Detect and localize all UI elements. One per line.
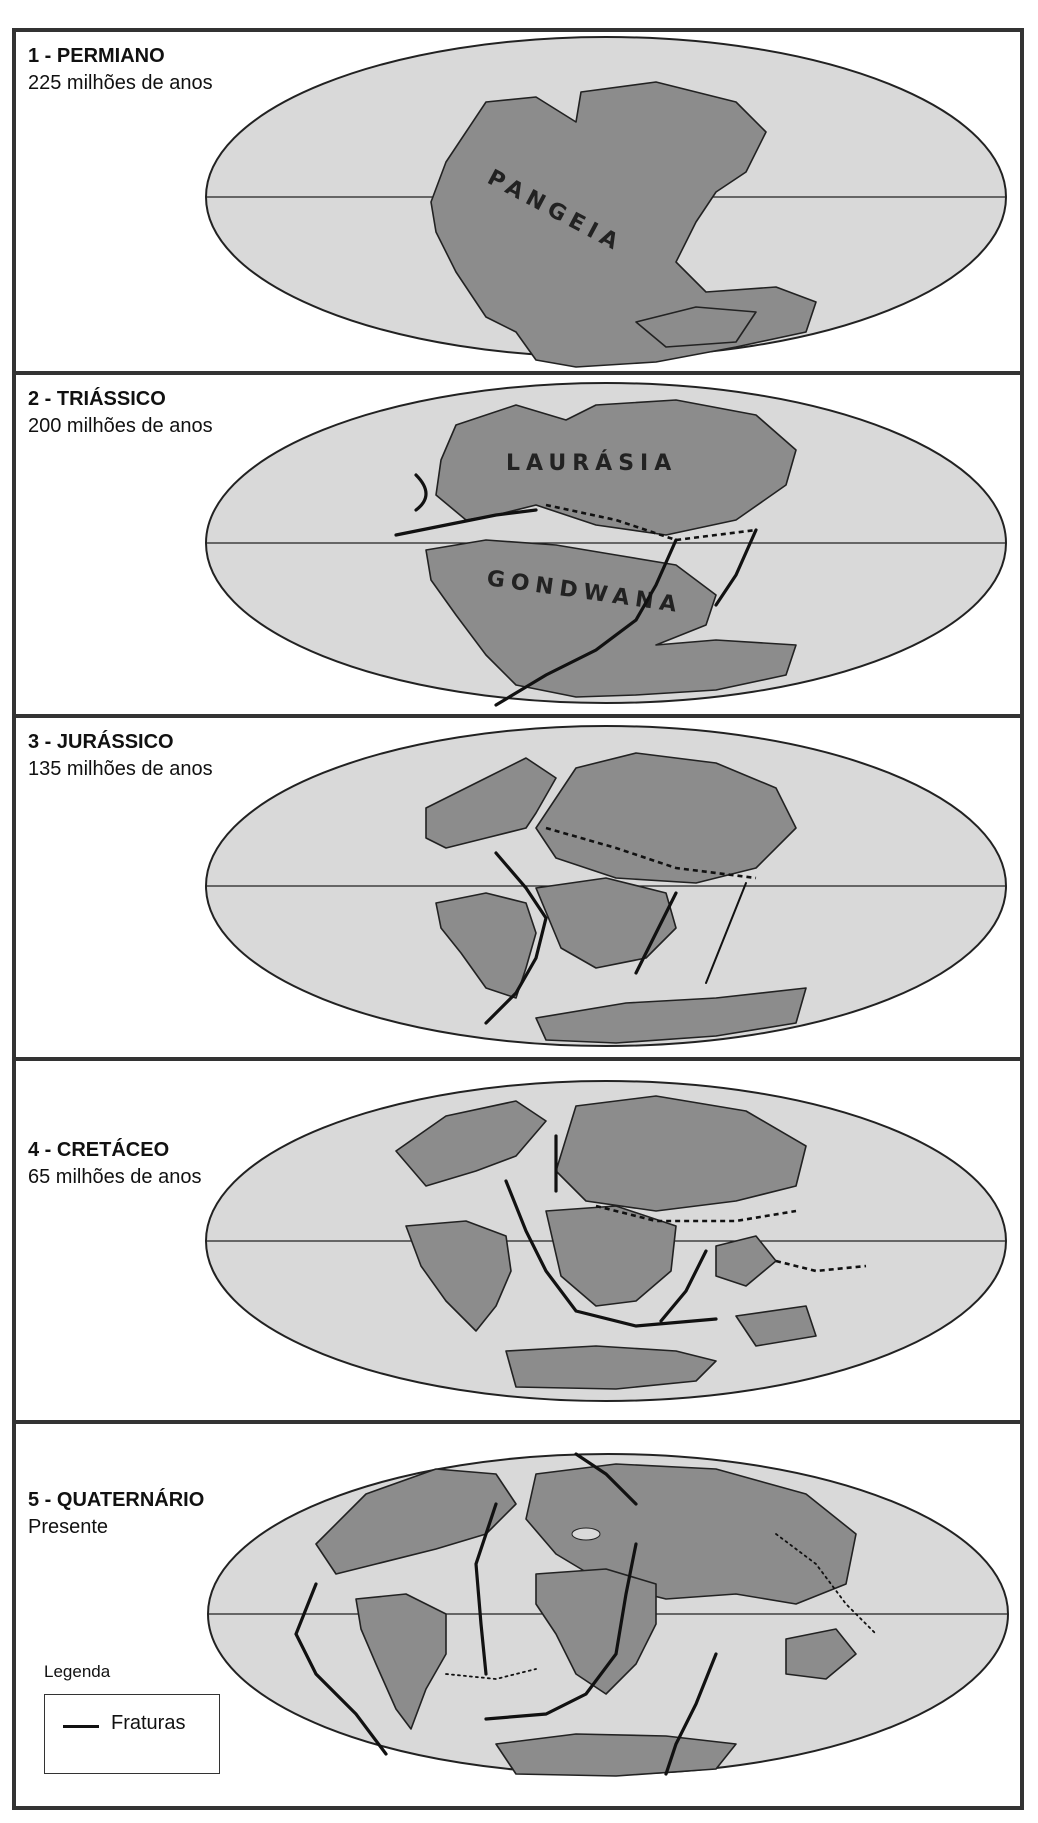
world-map-quaternario [207, 1452, 1009, 1777]
map-sequence-frame: 1 - PERMIANO 225 milhões de anos PANGEIA… [12, 28, 1024, 1810]
legend-title: Legenda [44, 1662, 111, 1681]
panel-permiano: 1 - PERMIANO 225 milhões de anos PANGEIA [16, 32, 1020, 375]
fracture-line [294, 1582, 388, 1756]
africa-landmass [545, 1205, 677, 1307]
fracture-line [714, 528, 758, 607]
fracture-projected-line [595, 1204, 797, 1223]
panel-cretaceo: 4 - CRETÁCEO 65 milhões de anos [16, 1061, 1020, 1424]
period-age: 135 milhões de anos [28, 758, 213, 780]
period-title: 5 - QUATERNÁRIO [28, 1489, 205, 1511]
panel-triassico: 2 - TRIÁSSICO 200 milhões de anos LAURÁS… [16, 375, 1020, 718]
south-fragment [635, 306, 757, 348]
period-title: 1 - PERMIANO [28, 45, 165, 67]
north-america-landmass [425, 757, 557, 849]
fracture-line [494, 538, 678, 707]
antarctica-landmass [495, 1733, 737, 1777]
pangea-landmass [430, 81, 817, 368]
fracture-projected-line [545, 826, 757, 880]
fracture-line [504, 1179, 718, 1328]
period-age: 65 milhões de anos [28, 1166, 202, 1188]
world-map-cretaceo [205, 1080, 1007, 1402]
panel-quaternario: 5 - QUATERNÁRIO Presente Legenda Fratura… [16, 1424, 1020, 1814]
fracture-projected-line [545, 503, 757, 542]
laurasia-landmass [435, 399, 797, 536]
antarctica-landmass [505, 1345, 717, 1390]
fracture-line [474, 1502, 498, 1676]
fracture-line [484, 851, 548, 1025]
north-america-landmass [395, 1100, 547, 1187]
eurasia-landmass [555, 1095, 807, 1212]
legend-item-fraturas: Fraturas [111, 1712, 186, 1734]
antarctica-landmass [535, 987, 807, 1044]
world-map-triassico: LAURÁSIA GONDWANA [205, 382, 1007, 707]
gondwana-landmass [425, 539, 797, 698]
fracture-line [394, 508, 538, 537]
south-america-landmass [355, 1593, 447, 1730]
period-age: 225 milhões de anos [28, 72, 213, 94]
world-map-permiano: PANGEIA [205, 36, 1007, 368]
panel-jurassico: 3 - JURÁSSICO 135 milhões de anos [16, 718, 1020, 1061]
fracture-line [484, 1542, 638, 1721]
plate-boundary-dotted [445, 1668, 537, 1680]
period-age: 200 milhões de anos [28, 415, 213, 437]
fracture-line [634, 891, 678, 975]
fracture-projected-line [775, 1259, 867, 1273]
world-map-jurassico [205, 725, 1007, 1047]
legend-box: Fraturas [44, 1694, 220, 1774]
period-title: 2 - TRIÁSSICO [28, 388, 166, 410]
fracture-line [659, 1249, 708, 1323]
africa-landmass [535, 877, 677, 969]
fracture-line-icon [63, 1725, 99, 1728]
fracture-line [705, 882, 747, 984]
period-title: 3 - JURÁSSICO [28, 731, 174, 753]
fracture-line [574, 1452, 638, 1506]
map-label-laurasia: LAURÁSIA [506, 450, 677, 476]
south-america-landmass [405, 1220, 512, 1332]
inland-lake [571, 1527, 601, 1541]
eurasia-landmass [535, 752, 797, 884]
india-landmass [715, 1235, 777, 1287]
period-age: Presente [28, 1516, 109, 1538]
period-title: 4 - CRETÁCEO [28, 1139, 170, 1161]
australia-landmass [785, 1628, 857, 1680]
australia-landmass [735, 1305, 817, 1347]
fracture-line [664, 1652, 718, 1776]
north-america-landmass [315, 1468, 517, 1575]
plate-boundary-dotted [775, 1533, 877, 1635]
fracture-line [414, 473, 428, 512]
